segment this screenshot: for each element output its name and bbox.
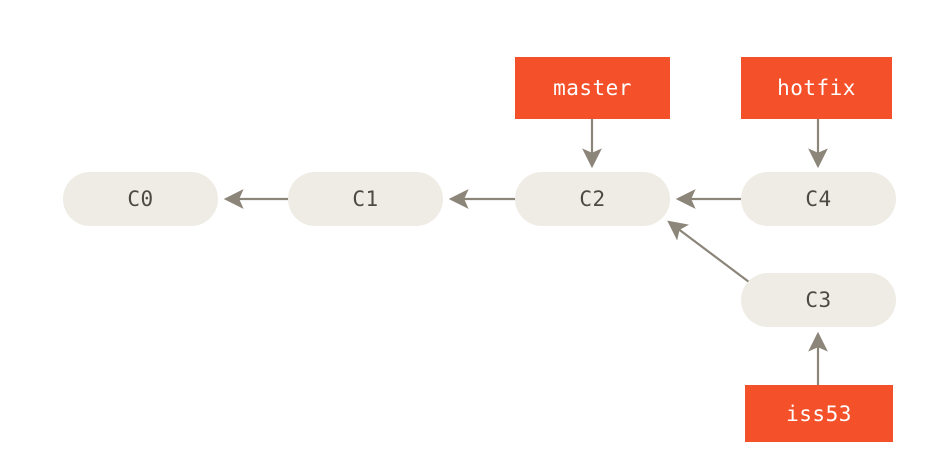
commit-label: C1	[352, 187, 379, 211]
branch-label-iss53[interactable]: iss53	[745, 385, 893, 442]
branch-label-master[interactable]: master	[515, 57, 670, 119]
commit-node-c2[interactable]: C2	[515, 172, 670, 226]
commit-label: C2	[579, 187, 606, 211]
commit-node-c0[interactable]: C0	[63, 172, 218, 226]
branch-name: hotfix	[777, 76, 856, 100]
commit-node-c3[interactable]: C3	[741, 273, 896, 327]
commit-label: C4	[805, 187, 832, 211]
branch-name: master	[553, 76, 632, 100]
branch-name: iss53	[786, 401, 852, 426]
edge-c3-to-c2	[667, 220, 758, 289]
commit-node-c4[interactable]: C4	[741, 172, 896, 226]
branch-label-hotfix[interactable]: hotfix	[741, 57, 892, 119]
commit-label: C3	[805, 288, 832, 312]
commit-node-c1[interactable]: C1	[288, 172, 443, 226]
commit-label: C0	[127, 187, 154, 211]
